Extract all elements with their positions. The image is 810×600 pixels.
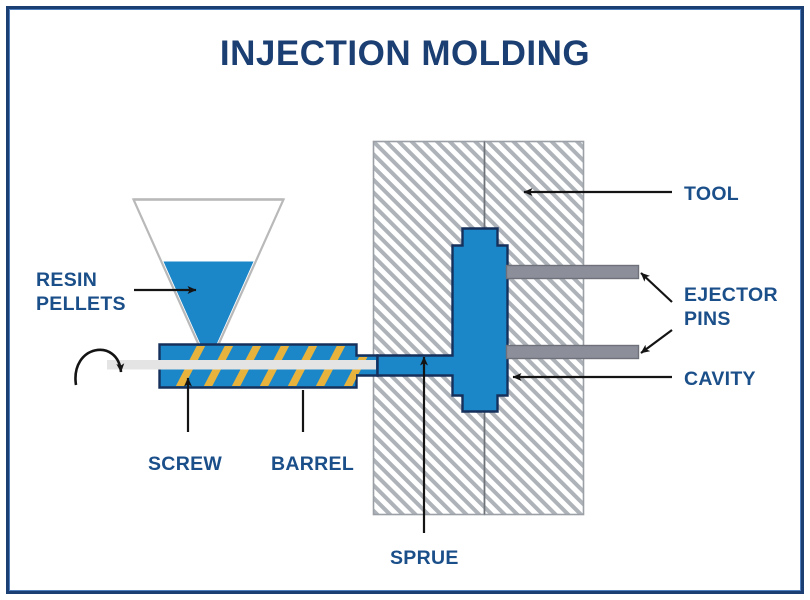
hopper[interactable]: [131, 198, 286, 352]
label-tool[interactable]: TOOL: [684, 183, 740, 205]
leader-ejector-pin-lower: [640, 329, 673, 354]
ejector-pin-lower[interactable]: [505, 344, 640, 360]
screw[interactable]: [150, 342, 378, 390]
label-ejector-pins[interactable]: EJECTOR PINS: [684, 284, 778, 330]
screw-shaft: [161, 360, 376, 370]
label-resin-pellets[interactable]: RESIN PELLETS: [36, 269, 126, 315]
molded-part[interactable]: [376, 227, 509, 413]
page-title: INJECTION MOLDING: [219, 34, 591, 73]
hopper-resin-fill: [163, 261, 254, 346]
label-screw[interactable]: SCREW: [148, 453, 223, 475]
screw-drive-shaft[interactable]: [107, 360, 161, 370]
leader-ejector-pin-upper: [640, 272, 673, 303]
ejector-pin-upper[interactable]: [505, 264, 640, 280]
label-barrel[interactable]: BARREL: [271, 453, 355, 475]
tool-half-right[interactable]: [483, 140, 585, 516]
barrel-assembly[interactable]: [107, 342, 379, 390]
label-sprue[interactable]: SPRUE: [390, 547, 459, 569]
tool-assembly[interactable]: [372, 140, 585, 516]
rotation-arrow: [74, 348, 125, 386]
label-cavity[interactable]: CAVITY: [684, 368, 756, 390]
cavity-and-sprue-shape[interactable]: [376, 227, 509, 413]
leader-lines: [134, 188, 673, 533]
ejector-pins[interactable]: [505, 264, 640, 360]
